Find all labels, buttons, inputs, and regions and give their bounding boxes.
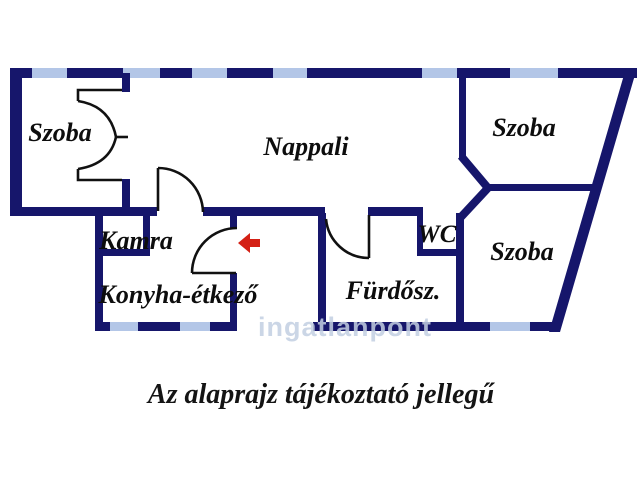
wall-kamra-right <box>143 215 150 256</box>
wall-bottom-kitchen <box>95 322 237 331</box>
door-swing-arc-icon <box>77 99 118 138</box>
window-icon <box>422 68 457 78</box>
room-label-nappali: Nappali <box>262 132 349 161</box>
wall-right-slanted <box>549 68 637 332</box>
wall-szoba-nappali-bottom-stub <box>122 179 130 216</box>
wall-south-a <box>10 207 157 216</box>
wall-szoba-nappali-top-stub <box>122 73 130 92</box>
wall-konyha-right-lower <box>230 273 237 330</box>
exterior-walls <box>10 68 637 332</box>
door-furdoszoba <box>324 215 371 260</box>
room-label-szoba-bottom-right: Szoba <box>490 237 554 266</box>
double-door-szoba-nappali <box>76 88 128 182</box>
wall-kamra-bottom <box>95 249 150 256</box>
wall-bottom-right <box>313 322 556 331</box>
wall-south-c <box>368 207 423 216</box>
window-icon <box>490 322 530 331</box>
room-label-szoba-top-right: Szoba <box>492 113 556 142</box>
wall-bath-szoba-vertical <box>456 213 464 331</box>
door-frame-bottom <box>76 169 122 182</box>
room-label-furdoszoba: Fürdősz. <box>345 276 441 305</box>
wall-konyha-right-stub <box>230 215 237 228</box>
window-icon <box>510 68 558 78</box>
door-frame-top <box>76 88 122 101</box>
window-icon <box>123 68 160 78</box>
window-icon <box>110 322 138 331</box>
wall-furdo-left <box>318 213 326 331</box>
room-labels: Szoba Nappali Szoba Kamra Konyha-étkező … <box>28 113 556 309</box>
entrance-arrow-icon <box>238 233 260 253</box>
wall-diagonal-lower <box>458 185 491 220</box>
wall-wc-bottom <box>417 249 462 256</box>
window-icon <box>32 68 67 78</box>
window-icon <box>192 68 227 78</box>
disclaimer-caption: Az alaprajz tájékoztató jellegű <box>146 379 496 410</box>
door-hall-konyha <box>190 226 238 275</box>
room-label-wc: WC <box>418 221 457 248</box>
door-swing-arc-icon <box>157 166 205 213</box>
wall-left <box>10 68 22 216</box>
door-swing-arc-icon <box>77 136 118 171</box>
door-swing-arc-icon <box>190 226 238 274</box>
doors <box>76 88 371 275</box>
window-icon <box>273 68 307 78</box>
wall-nappali-szoba-vertical <box>459 73 466 160</box>
wall-south-b <box>203 207 325 216</box>
door-swing-arc-icon <box>324 218 370 260</box>
watermark-text: ingatlanpont <box>258 312 432 342</box>
room-label-szoba-left: Szoba <box>28 118 92 147</box>
wall-top <box>10 68 637 78</box>
interior-walls <box>10 73 596 331</box>
wall-diagonal-upper <box>457 153 492 191</box>
window-icon <box>180 322 210 331</box>
wall-right-rooms-divider <box>484 184 596 191</box>
room-label-kamra: Kamra <box>98 226 173 255</box>
wall-konyha-left <box>95 207 103 330</box>
wall-wc-left <box>417 213 423 255</box>
room-label-konyha-etkezo: Konyha-étkező <box>98 280 260 309</box>
top-wall-windows <box>32 68 558 78</box>
door-nappali-konyha <box>156 166 205 213</box>
